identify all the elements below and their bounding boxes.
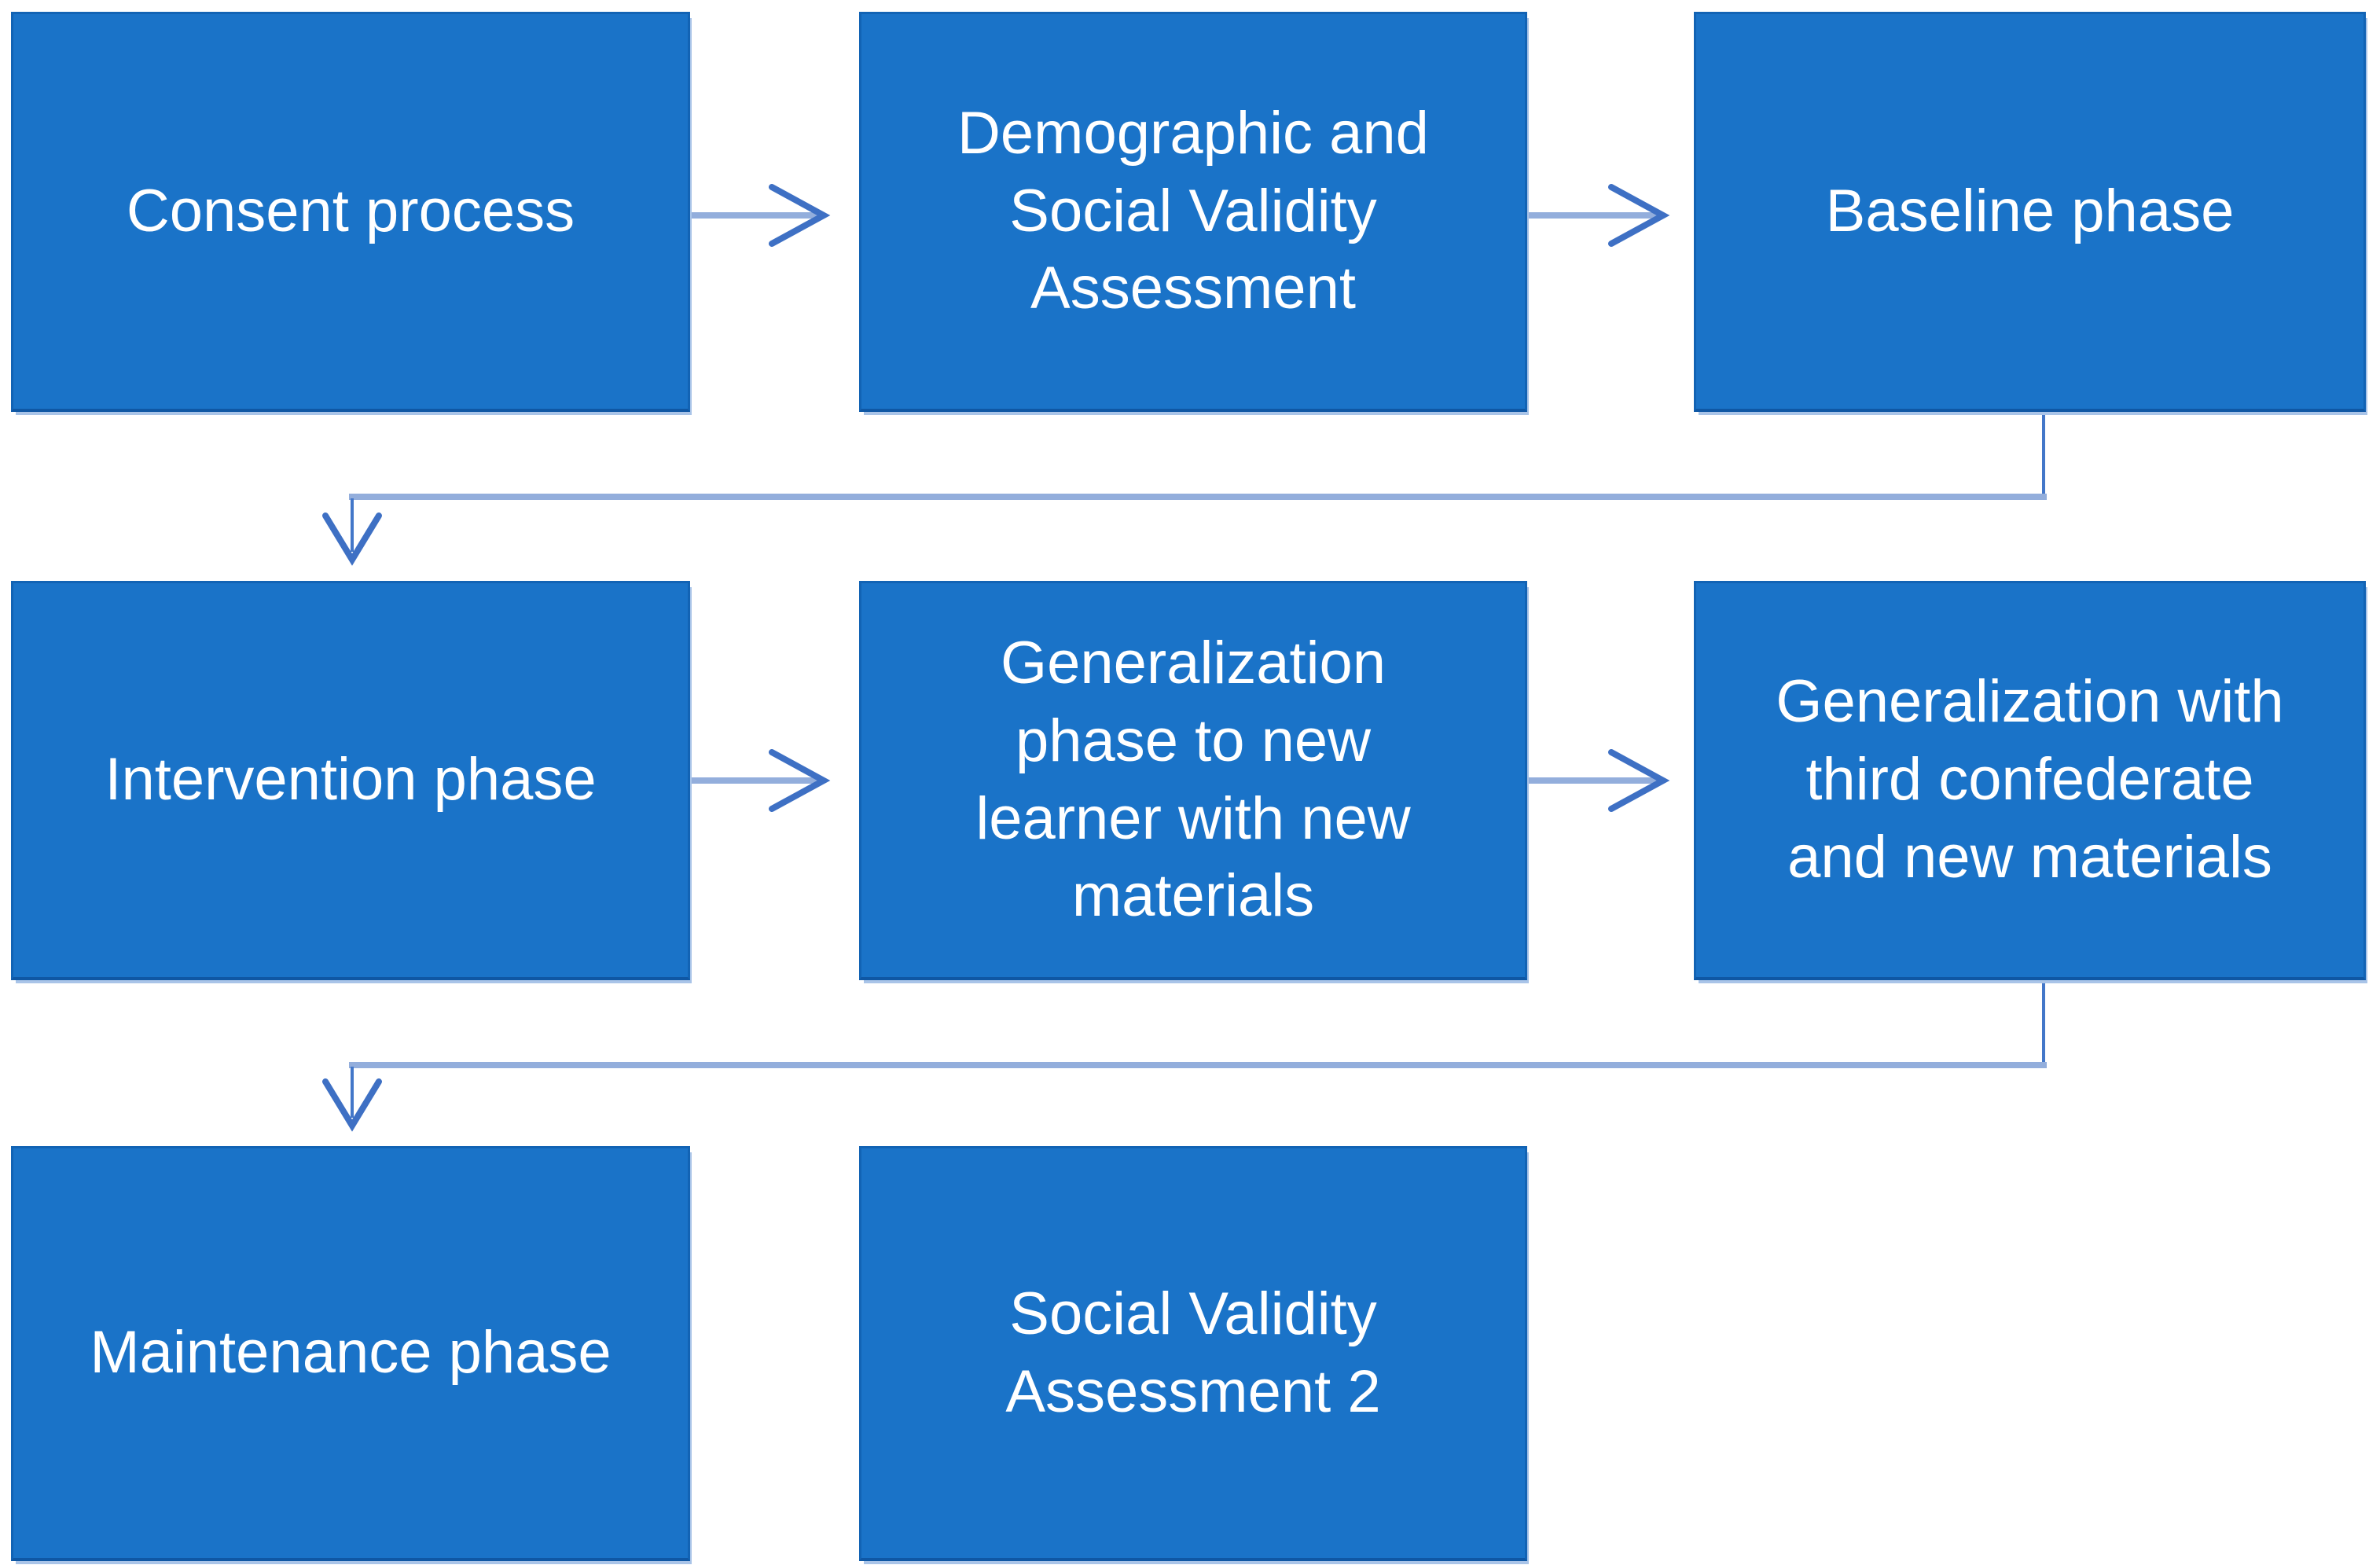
connector-demographic-to-baseline — [1527, 184, 1670, 247]
node-intervention-phase: Intervention phase — [11, 581, 690, 980]
node-maintenance-phase: Maintenance phase — [11, 1146, 690, 1561]
connector-generalization-to-third-confederate — [1527, 749, 1670, 812]
node-label: Social Validity Assessment 2 — [1005, 1280, 1381, 1425]
connector-intervention-to-generalization — [690, 749, 831, 812]
connector-consent-to-demographic — [690, 184, 831, 247]
arrow-head-icon — [1608, 184, 1670, 247]
node-label: Generalization phase to new learner with… — [975, 629, 1411, 930]
connector-third-confederate-to-maintenance — [322, 982, 2047, 1132]
arrow-head-icon — [769, 184, 831, 247]
node-generalization-new-learner: Generalization phase to new learner with… — [859, 581, 1527, 980]
node-label: Consent process — [126, 177, 575, 244]
node-label: Demographic and Social Validity Assessme… — [957, 99, 1429, 322]
arrow-head-icon — [769, 749, 831, 812]
arrow-head-icon — [322, 512, 382, 566]
node-label: Generalization with third confederate an… — [1776, 668, 2284, 891]
node-social-validity-assessment-2: Social Validity Assessment 2 — [859, 1146, 1527, 1561]
arrow-head-icon — [322, 1078, 382, 1132]
node-consent-process: Consent process — [11, 12, 690, 412]
arrow-head-icon — [1608, 749, 1670, 812]
node-label: Maintenance phase — [90, 1319, 612, 1387]
node-baseline-phase: Baseline phase — [1694, 12, 2366, 412]
node-label: Intervention phase — [105, 746, 597, 814]
node-generalization-third-confederate: Generalization with third confederate an… — [1694, 581, 2366, 980]
node-label: Baseline phase — [1825, 177, 2235, 244]
node-demographic-social-validity-assessment: Demographic and Social Validity Assessme… — [859, 12, 1527, 412]
connector-baseline-to-intervention — [322, 413, 2047, 566]
